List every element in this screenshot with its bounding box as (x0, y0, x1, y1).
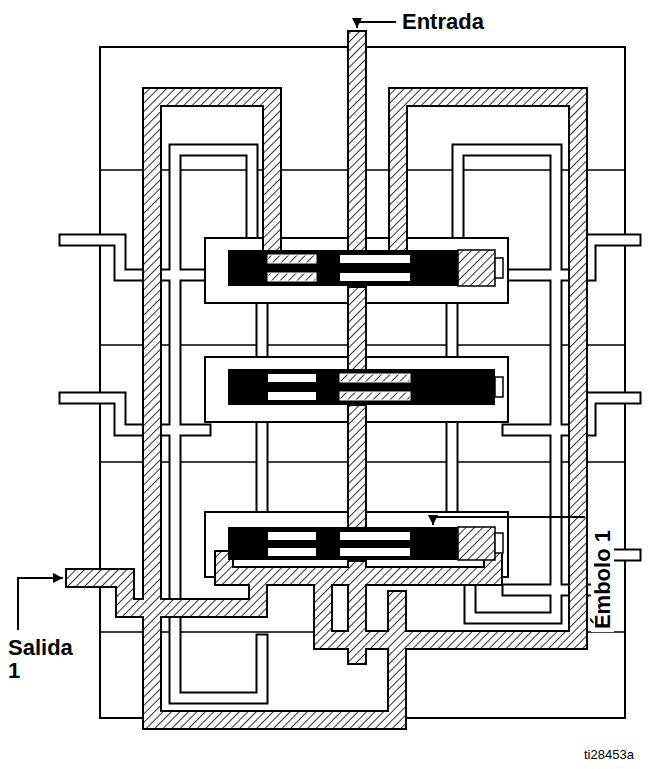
pressure-passage (75, 40, 578, 720)
piston (228, 369, 503, 405)
piston (228, 250, 503, 286)
leader-lines (18, 22, 585, 630)
figure-id: ti28453a (584, 748, 634, 762)
pressure-passage-outline (75, 40, 578, 720)
part-label: Entrada (402, 10, 484, 33)
piston (228, 527, 503, 560)
part-label: Salida 1 (8, 636, 73, 682)
part-label: Émbolo 1 (591, 527, 614, 632)
